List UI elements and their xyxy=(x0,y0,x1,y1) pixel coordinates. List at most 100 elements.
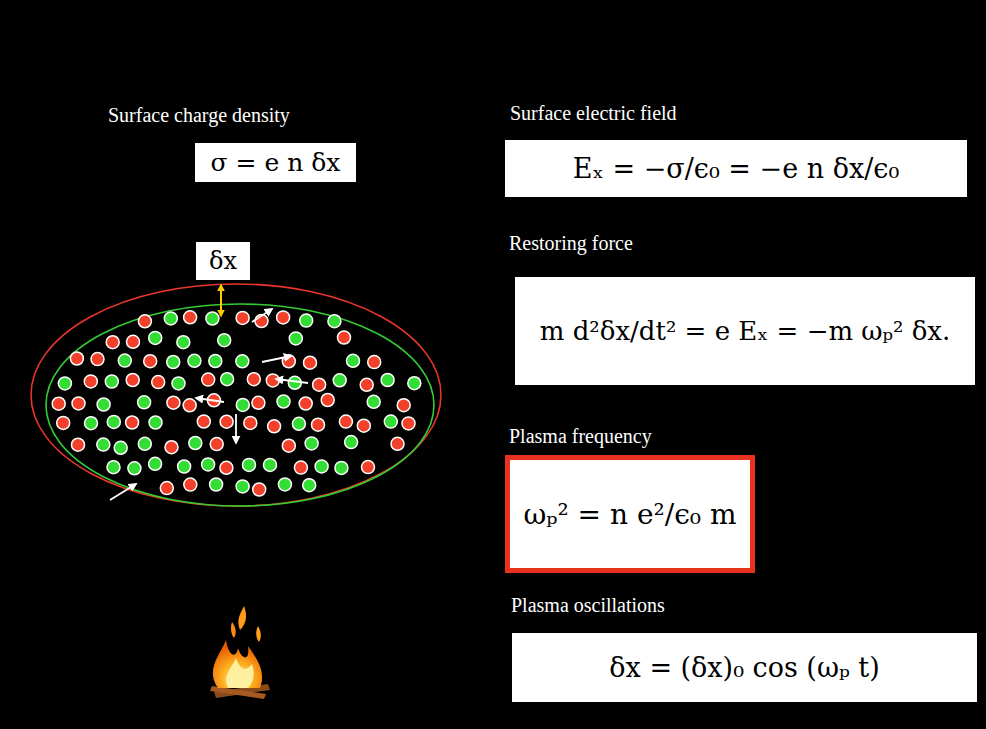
electron-dot xyxy=(202,373,215,386)
section-heading: Surface charge density xyxy=(108,104,290,126)
equation-text: m d²δx/dt² = e Eₓ = −m ωₚ² δx. xyxy=(540,316,950,346)
ion-dot xyxy=(209,355,222,368)
displacement-label-box: δx xyxy=(196,242,250,280)
ion-dot xyxy=(264,458,277,471)
heading-wrap: Plasma oscillations xyxy=(511,594,665,617)
ion-dot xyxy=(221,373,234,386)
electron-dot xyxy=(57,416,70,429)
electron-dot xyxy=(304,356,317,369)
particle-group xyxy=(52,311,421,496)
electron-dot xyxy=(236,311,249,324)
ion-dot xyxy=(107,415,120,428)
velocity-arrow xyxy=(235,414,237,443)
equation-text: σ = e n δx xyxy=(211,148,341,177)
velocity-arrow xyxy=(252,309,272,322)
ion-dot xyxy=(138,437,151,450)
ion-dot xyxy=(335,461,348,474)
section-heading: Restoring force xyxy=(509,232,633,254)
ion-dot xyxy=(333,374,346,387)
ion-dot xyxy=(97,398,110,411)
ion-dot xyxy=(97,438,110,451)
electron-dot xyxy=(70,352,83,365)
velocity-arrows xyxy=(110,309,308,500)
electron-dot xyxy=(368,356,381,369)
electron-dot xyxy=(165,441,178,454)
ion-dot xyxy=(149,416,162,429)
ion-dot xyxy=(292,417,305,430)
velocity-arrow xyxy=(262,356,291,362)
electron-dot xyxy=(391,437,404,450)
electron-dot xyxy=(294,461,307,474)
electron-dot xyxy=(313,378,326,391)
electron-dot xyxy=(167,396,180,409)
section-heading: Plasma oscillations xyxy=(511,594,665,616)
ion-dot xyxy=(408,377,421,390)
heading-wrap: Surface electric field xyxy=(510,102,677,125)
electron-dot xyxy=(402,417,415,430)
ion-dot xyxy=(118,354,131,367)
electron-dot xyxy=(184,311,197,324)
ion-dot xyxy=(178,460,191,473)
electron-dot xyxy=(247,373,260,386)
ion-dot xyxy=(188,354,201,367)
equation-text: ωₚ² = n e²/ϵ₀ m xyxy=(523,498,736,531)
ion-dot xyxy=(105,375,118,388)
electron-dot xyxy=(360,378,373,391)
electron-dot xyxy=(268,420,281,433)
electron-dot xyxy=(253,483,266,496)
ion-dot xyxy=(328,315,341,328)
electron-dot xyxy=(106,336,119,349)
fire-icon xyxy=(210,606,270,699)
velocity-arrow xyxy=(196,398,224,402)
electron-dot xyxy=(299,397,312,410)
ion-dot xyxy=(218,334,231,347)
ion-dot xyxy=(277,395,290,408)
ion-dot xyxy=(177,336,190,349)
electron-dot xyxy=(184,478,197,491)
electron-dot xyxy=(84,375,97,388)
electron-dot xyxy=(126,374,139,387)
ion-dot xyxy=(243,458,256,471)
electron-dot xyxy=(277,311,290,324)
electron-dot xyxy=(91,353,104,366)
ion-dot xyxy=(300,314,313,327)
velocity-arrow xyxy=(276,379,308,383)
section-heading: Plasma frequency xyxy=(509,425,652,447)
electron-dot xyxy=(138,315,151,328)
equation-text: δx xyxy=(209,247,237,275)
ion-dot xyxy=(149,457,162,470)
electron-dot xyxy=(52,397,65,410)
ion-dot xyxy=(367,395,380,408)
ion-dot xyxy=(172,377,185,390)
section-heading: Surface electric field xyxy=(510,102,677,124)
electron-dot xyxy=(252,396,265,409)
ion-dot xyxy=(85,417,98,430)
ion-dot xyxy=(202,458,215,471)
electron-dot xyxy=(197,415,210,428)
ion-dot xyxy=(236,355,249,368)
electron-dot xyxy=(210,438,223,451)
heading-wrap: Restoring force xyxy=(509,232,633,255)
ion-dot xyxy=(189,437,202,450)
ion-dot xyxy=(114,441,127,454)
electron-dot xyxy=(220,415,233,428)
ion-boundary xyxy=(46,304,434,506)
equation-text: δx = (δx)₀ cos (ωₚ t) xyxy=(609,652,879,683)
ion-dot xyxy=(58,377,71,390)
velocity-arrow xyxy=(110,484,136,500)
ion-dot xyxy=(149,331,162,344)
electron-dot xyxy=(126,416,139,429)
ion-dot xyxy=(345,436,358,449)
electron-boundary xyxy=(31,284,441,506)
heading-wrap: Plasma frequency xyxy=(509,425,652,448)
electron-dot xyxy=(160,482,173,495)
ion-dot xyxy=(107,461,120,474)
ion-dot xyxy=(347,354,360,367)
electron-dot xyxy=(397,399,410,412)
ion-dot xyxy=(305,437,318,450)
electron-dot xyxy=(244,416,257,429)
ion-dot xyxy=(315,460,328,473)
electron-dot xyxy=(152,376,165,389)
equation-box: Surface electric fieldEₓ = −σ/ϵ₀ = −e n … xyxy=(505,140,967,197)
